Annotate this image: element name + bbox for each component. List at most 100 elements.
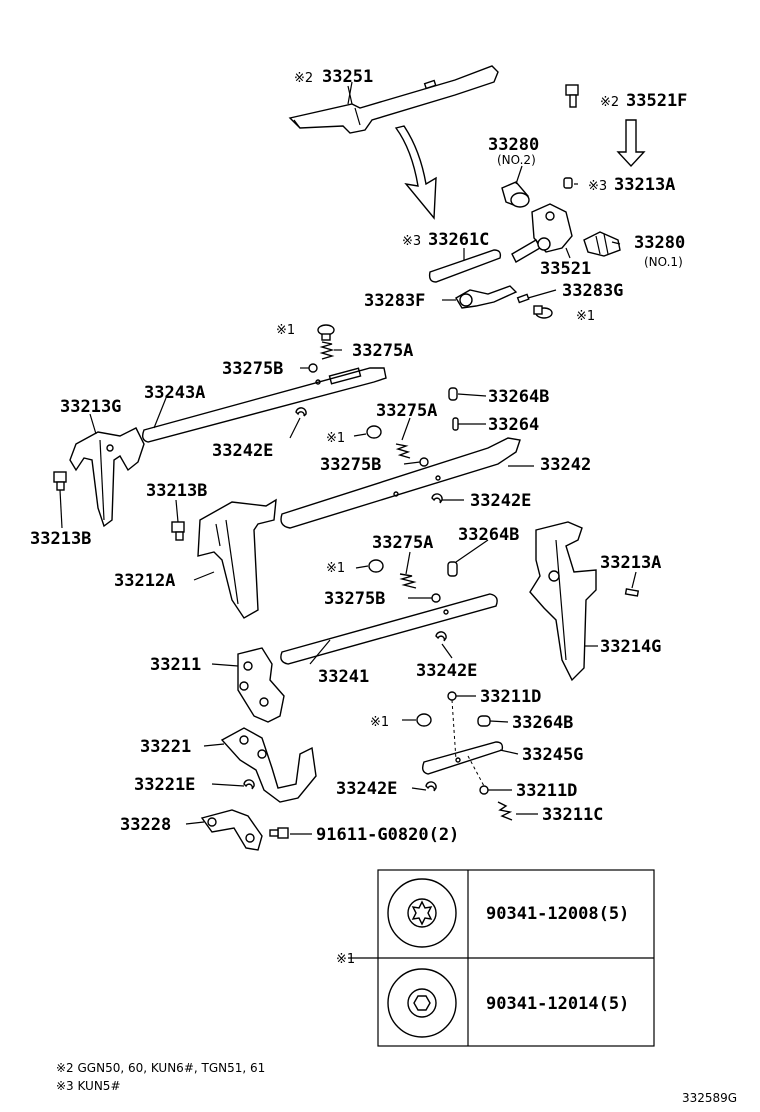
shift-head-33521 <box>511 203 573 263</box>
fork-shaft-33243A <box>141 367 387 443</box>
part-label-33242E: 33242E <box>212 441 273 461</box>
hex-bolt-icon <box>387 968 457 1038</box>
shaft-33283F <box>455 285 518 309</box>
fork-shaft-33242 <box>280 437 521 529</box>
plug-33280-no2 <box>501 181 530 208</box>
lever-33228 <box>200 809 263 851</box>
pin-33264B <box>477 715 491 727</box>
part-label-33280: 33280 <box>634 233 685 253</box>
bolt-33213B <box>53 471 67 491</box>
part-label-33275B: 33275B <box>324 589 385 609</box>
bolt-33521F <box>565 84 579 108</box>
part-label-33283F: 33283F <box>364 291 425 311</box>
part-label-33213A: 33213A <box>614 175 675 195</box>
part-label-33242: 33242 <box>540 455 591 475</box>
bolt-table <box>348 869 655 1047</box>
plug-33280-no1 <box>583 231 621 257</box>
marker-label: ※1 <box>326 561 345 576</box>
ball-33275B <box>419 457 429 467</box>
shift-lever-shaft-33251 <box>288 65 499 134</box>
bolt-icon <box>416 713 432 727</box>
shaft-33245G <box>421 741 504 775</box>
part-label-33228: 33228 <box>120 815 171 835</box>
part-label-33275B: 33275B <box>320 455 381 475</box>
part-label-33261C: 33261C <box>428 230 489 250</box>
e-ring-33242E <box>431 493 443 504</box>
assembly-arrow-icon <box>616 119 646 168</box>
shift-lever-33221 <box>220 727 317 803</box>
pin-33213A-top <box>563 177 573 189</box>
part-label-33275B: 33275B <box>222 359 283 379</box>
part-label-33275A: 33275A <box>376 401 437 421</box>
part-label-33211C: 33211C <box>542 805 603 825</box>
assembly-arrow-icon <box>394 125 437 220</box>
marker-label: ※3 <box>588 179 607 194</box>
marker-label: ※1 <box>326 431 345 446</box>
part-label-33213B: 33213B <box>30 529 91 549</box>
part-label-33242E: 33242E <box>336 779 397 799</box>
spring-33211C <box>497 801 513 821</box>
pin-33264B <box>448 387 458 401</box>
part-label-33211: 33211 <box>150 655 201 675</box>
part-label-33280: 33280 <box>488 135 539 155</box>
part-label-33280-sub: (NO.1) <box>644 255 683 269</box>
shift-fork-33214G <box>529 521 597 682</box>
bolt-33213B <box>171 521 185 541</box>
footnote: ※2 GGN50, 60, KUN6#, TGN51, 61 <box>56 1061 265 1075</box>
part-label-33213G: 33213G <box>60 397 121 417</box>
bolt-icon <box>317 324 335 341</box>
ball-33211D <box>447 691 457 701</box>
part-label-33521F: 33521F <box>626 91 687 111</box>
fork-shaft-33241 <box>280 593 498 665</box>
shift-fork-33213G <box>69 427 145 528</box>
part-label-33211D: 33211D <box>480 687 541 707</box>
marker-label: ※1 <box>576 309 595 324</box>
bolt-icon <box>368 559 384 573</box>
pin-33264B <box>447 561 458 577</box>
spring-33275A <box>319 341 335 360</box>
ball-33211D <box>479 785 489 795</box>
bolt-table-part-number: 90341-12008(5) <box>486 904 629 924</box>
part-label-33242E: 33242E <box>416 661 477 681</box>
part-label-33251: 33251 <box>322 67 373 87</box>
ball-33275B <box>308 363 318 373</box>
part-label-33521: 33521 <box>540 259 591 279</box>
shift-head-33211 <box>237 647 285 723</box>
pin-33264 <box>452 417 459 431</box>
part-label-33241: 33241 <box>318 667 369 687</box>
part-label-33264B: 33264B <box>512 713 573 733</box>
e-ring-33242E <box>435 631 447 642</box>
part-label-33212A: 33212A <box>114 571 175 591</box>
figure-code: 332589G <box>682 1091 737 1105</box>
torx-bolt-icon <box>387 878 457 948</box>
part-label-33213B: 33213B <box>146 481 207 501</box>
part-label-33242E: 33242E <box>470 491 531 511</box>
e-ring-33242E <box>425 781 437 792</box>
part-label-33264: 33264 <box>488 415 539 435</box>
part-label-33264B: 33264B <box>488 387 549 407</box>
shift-fork-33212A <box>197 498 277 619</box>
e-ring-33221E <box>243 779 255 790</box>
leader-lines <box>59 81 637 835</box>
marker-label: ※2 <box>294 71 313 86</box>
bolt-91611-G0820 <box>269 827 289 839</box>
e-ring-33242E <box>295 407 307 417</box>
part-label-33221E: 33221E <box>134 775 195 795</box>
pin-33283G <box>516 293 530 304</box>
part-label-33275A: 33275A <box>372 533 433 553</box>
part-label-33243A: 33243A <box>144 383 205 403</box>
part-label-33275A: 33275A <box>352 341 413 361</box>
shaft-33261C <box>428 249 502 283</box>
part-label-33214G: 33214G <box>600 637 661 657</box>
part-label-33283G: 33283G <box>562 281 623 301</box>
part-label-33245G: 33245G <box>522 745 583 765</box>
part-label-33213A: 33213A <box>600 553 661 573</box>
part-label-33264B: 33264B <box>458 525 519 545</box>
marker-label: ※1 <box>370 715 389 730</box>
part-label-33280-sub: (NO.2) <box>497 153 536 167</box>
marker-label: ※2 <box>600 95 619 110</box>
bolt-table-marker: ※1 <box>336 952 355 967</box>
ball-33275B <box>431 593 441 603</box>
part-label-91611-G0820: 91611-G0820(2) <box>316 825 459 845</box>
